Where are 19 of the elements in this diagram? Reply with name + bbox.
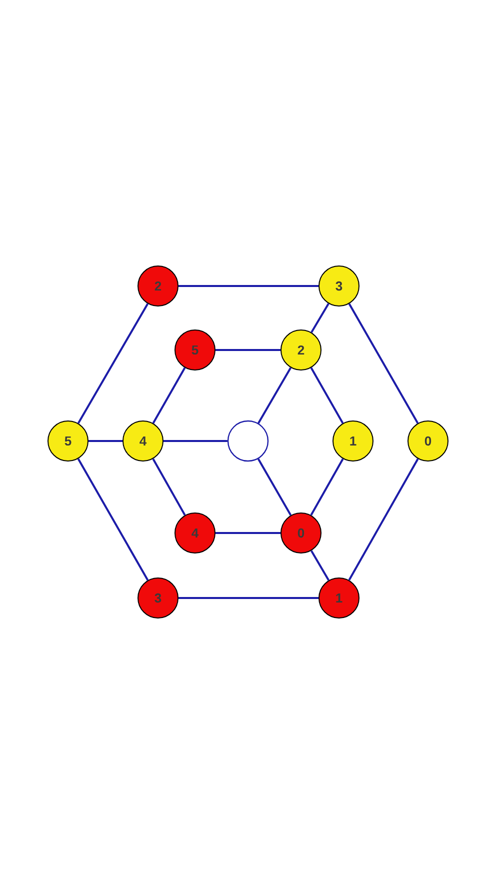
connector-line bbox=[216, 349, 280, 351]
connector-line bbox=[310, 303, 330, 333]
connector-line bbox=[77, 458, 149, 581]
connector-line bbox=[152, 367, 186, 424]
connector-line bbox=[310, 458, 344, 516]
connector-line bbox=[88, 440, 122, 442]
connector-line bbox=[77, 303, 149, 424]
connector-line bbox=[178, 285, 318, 287]
connector-line bbox=[348, 458, 419, 581]
connector-line bbox=[164, 440, 228, 442]
connector-line bbox=[258, 367, 292, 424]
connector-line bbox=[348, 303, 419, 424]
empty-circle bbox=[227, 420, 269, 462]
connector-line bbox=[152, 458, 186, 516]
connector-line bbox=[257, 458, 292, 516]
connector-line bbox=[310, 367, 344, 424]
connector-line bbox=[178, 597, 318, 599]
connector-line bbox=[310, 550, 330, 581]
connector-line bbox=[216, 532, 280, 534]
